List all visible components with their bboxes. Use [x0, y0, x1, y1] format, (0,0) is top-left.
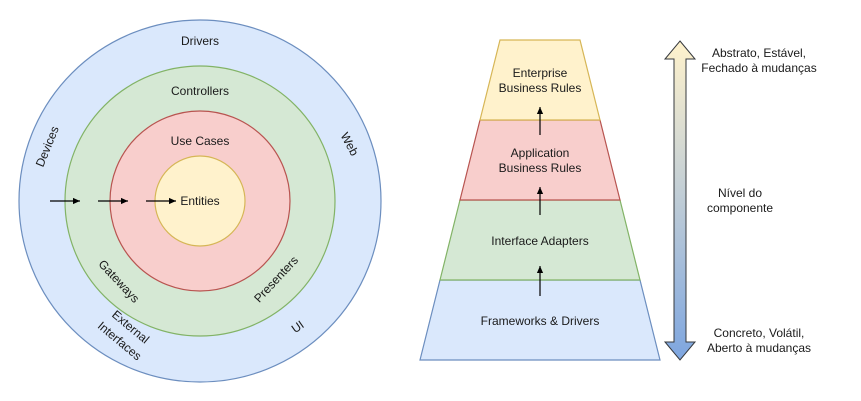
application-layer-label-line1: Application: [511, 146, 570, 160]
component-level-label-line1: Nível do: [718, 186, 762, 200]
enterprise-layer-label-line2: Business Rules: [499, 81, 582, 95]
abstract-label-line2: Fechado à mudanças: [701, 61, 816, 75]
enterprise-layer-label-line1: Enterprise: [513, 66, 568, 80]
application-layer-label-line2: Business Rules: [499, 161, 582, 175]
drivers-label: Drivers: [181, 34, 219, 48]
concrete-label-line2: Aberto à mudanças: [707, 341, 811, 355]
interface-adapters-label: Interface Adapters: [491, 234, 588, 248]
entities-label: Entities: [180, 194, 219, 208]
double-arrow-icon: [663, 40, 697, 361]
onion-diagram: Drivers Controllers Use Cases Entities D…: [18, 19, 382, 383]
enterprise-business-rules-layer: [479, 39, 601, 121]
concrete-label-line1: Concreto, Volátil,: [714, 326, 805, 340]
component-level-label-line2: componente: [707, 201, 773, 215]
component-level-scale: Abstrato, Estável, Fechado à mudanças Ní…: [663, 40, 817, 361]
controllers-label: Controllers: [171, 84, 229, 98]
abstract-label-line1: Abstrato, Estável,: [712, 46, 806, 60]
frameworks-drivers-label: Frameworks & Drivers: [481, 314, 600, 328]
use-cases-label: Use Cases: [171, 134, 230, 148]
layers-pyramid: Enterprise Business Rules Application Bu…: [419, 39, 661, 361]
